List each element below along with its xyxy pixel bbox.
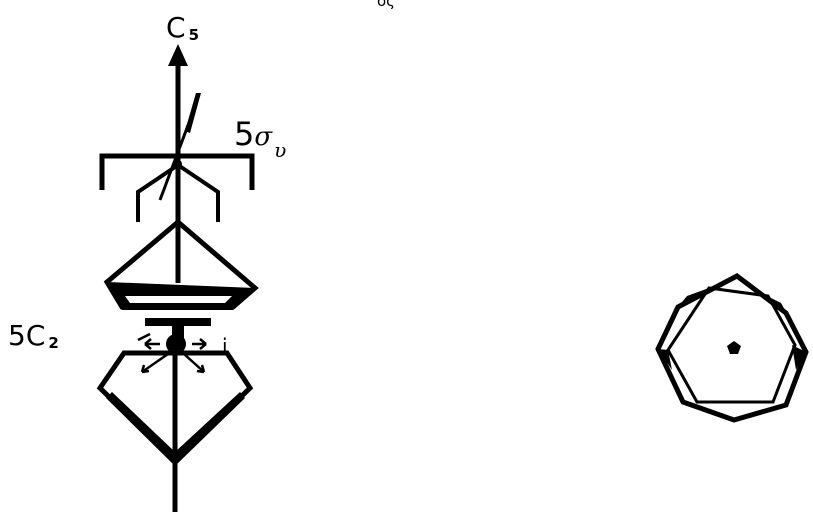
top-view [658,276,806,420]
c2-label-sub: 2 [48,334,58,352]
sigma-v-coef: 5 [234,115,254,153]
top-partial-text: ος [377,0,395,9]
c5-arrowhead [168,44,188,66]
c2-label-main: 5C [8,319,45,352]
sigma-v-symbol: σ [254,122,272,152]
c5-label-main: C [166,11,186,44]
side-view [100,44,255,512]
sigma-v-sub: υ [274,138,286,162]
top-view-c5-marker [727,341,741,354]
inversion-label: i [222,336,228,356]
c5-label-sub: 5 [189,26,199,44]
axis-junction-dot [174,160,182,168]
upper-pentagon-fill-gap [125,296,232,303]
